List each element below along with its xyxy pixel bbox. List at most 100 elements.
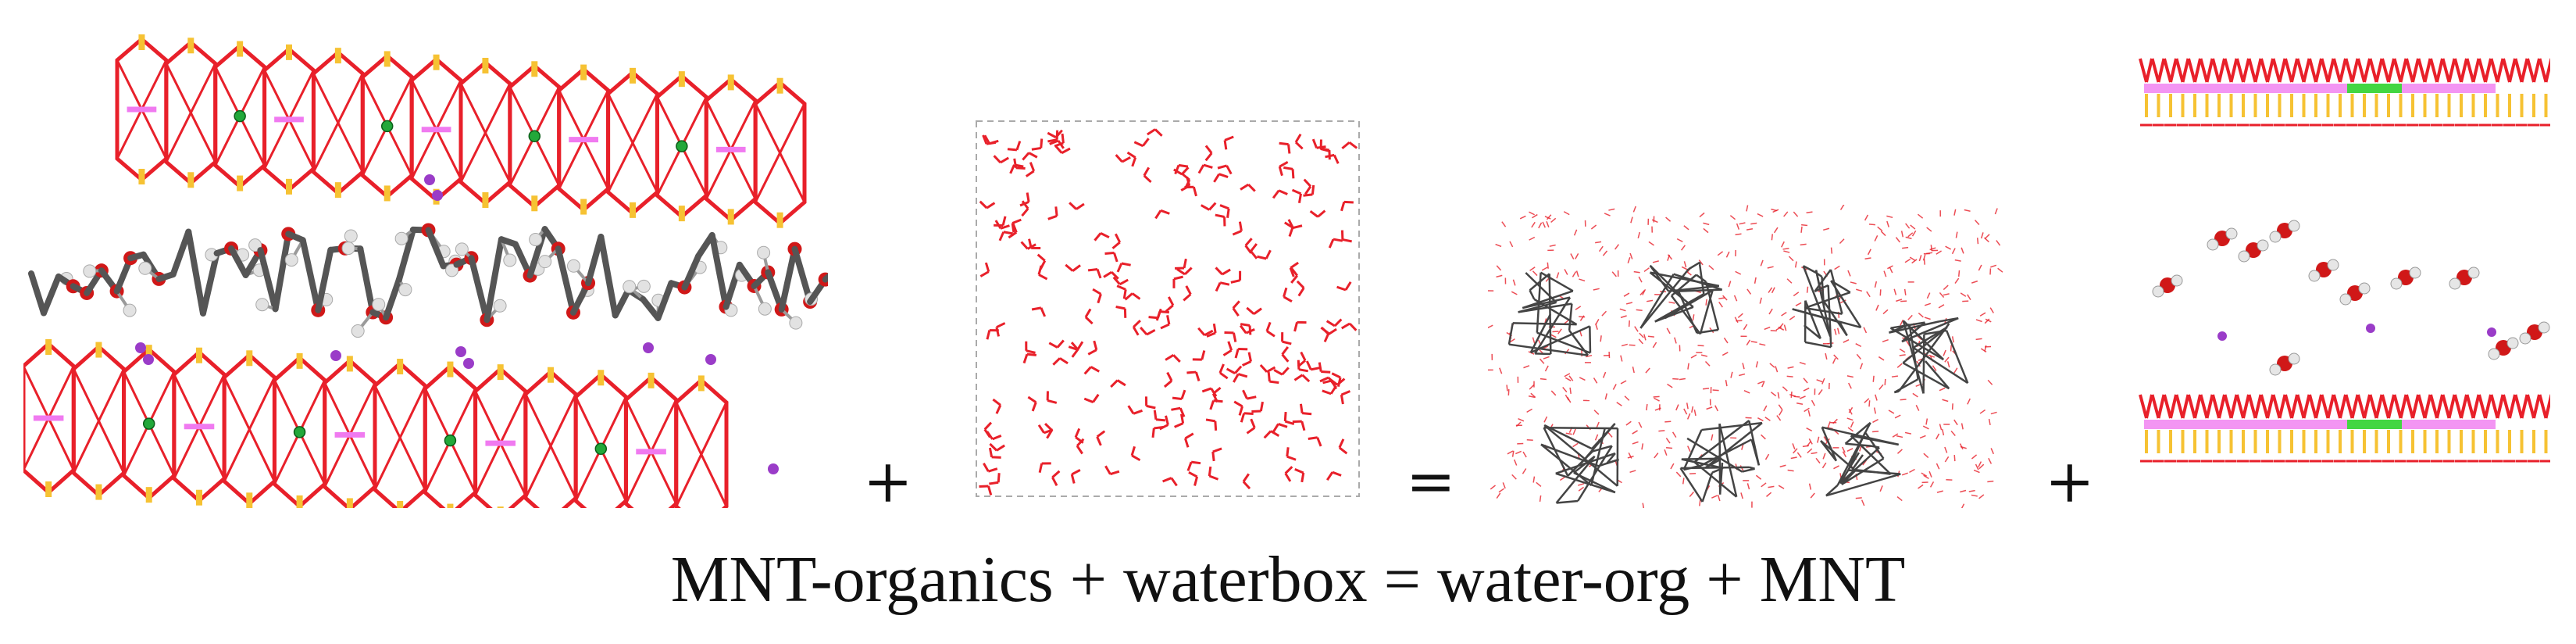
water-hydrogen-atom — [2327, 259, 2339, 271]
water-molecule — [1022, 152, 1038, 161]
water-molecule — [1939, 424, 1943, 431]
framework-bond — [2489, 394, 2499, 419]
water-molecule — [1850, 421, 1854, 428]
water-molecule — [1793, 292, 1800, 297]
water-molecule — [1676, 238, 1683, 242]
water-molecule — [1022, 352, 1037, 364]
framework-bond — [2368, 58, 2378, 83]
framework-ring — [473, 366, 528, 508]
water-bond — [1174, 422, 1184, 428]
organic-bond — [1681, 458, 1724, 470]
water-molecule — [1643, 267, 1650, 273]
water-molecule — [1593, 410, 1600, 415]
water-molecule — [1651, 219, 1658, 224]
water-molecule — [1861, 499, 1865, 506]
water-molecule — [1665, 216, 1672, 222]
carbon-bond — [395, 226, 416, 283]
framework-bond — [2460, 58, 2468, 83]
water-molecule — [1800, 226, 1803, 233]
framework-bond — [2253, 58, 2263, 83]
water-bond — [1214, 420, 1218, 431]
water-bond — [1297, 287, 1305, 297]
water-molecule — [1598, 245, 1604, 252]
water-bond — [1297, 360, 1300, 370]
water-molecule — [1886, 215, 1893, 219]
water-bond — [1115, 306, 1126, 310]
water-molecule — [1628, 320, 1630, 327]
water-bond — [1253, 307, 1262, 315]
water-molecule — [1781, 311, 1787, 317]
framework-bond — [2387, 394, 2396, 419]
water-molecule — [1954, 259, 1961, 262]
counterion-atom — [2366, 324, 2375, 333]
water-molecule — [1104, 252, 1119, 263]
water-molecule — [1722, 295, 1728, 301]
water-bond — [1065, 263, 1074, 272]
framework-bond — [2169, 394, 2178, 419]
water-molecule — [1926, 227, 1932, 232]
water-bond — [1076, 445, 1083, 455]
water-molecule — [1052, 357, 1069, 366]
organic-bond — [1540, 271, 1574, 292]
water-molecule — [1974, 220, 1980, 226]
water-molecule — [1802, 445, 1809, 448]
water-molecule — [1973, 469, 1980, 474]
water-molecule — [1251, 401, 1264, 413]
cation-atom — [594, 442, 608, 456]
water-molecule — [1767, 266, 1774, 269]
framework-bond — [2435, 58, 2444, 83]
water-molecule — [1895, 237, 1900, 243]
water-bond — [1054, 141, 1064, 148]
water-molecule — [1674, 337, 1677, 344]
water-molecule — [1912, 392, 1918, 398]
framework-bond — [2320, 394, 2330, 419]
water-bond — [1021, 207, 1029, 217]
water-molecule — [1092, 288, 1102, 304]
water-molecule — [1162, 477, 1178, 487]
water-molecule — [1864, 257, 1871, 260]
water-molecule — [988, 447, 1001, 459]
water-molecule — [1979, 312, 1986, 317]
water-bond — [1179, 413, 1185, 424]
water-molecule — [1087, 340, 1098, 356]
water-molecule — [1322, 385, 1337, 395]
water-bond — [1298, 368, 1308, 373]
water-molecule — [1847, 427, 1854, 432]
water-molecule — [1205, 418, 1218, 431]
water-molecule — [1779, 323, 1784, 329]
water-molecule — [1496, 492, 1501, 499]
water-molecule — [1666, 327, 1671, 335]
water-molecule — [1818, 389, 1823, 395]
water-bond — [1092, 288, 1102, 295]
water-molecule — [1532, 476, 1536, 483]
water-molecule — [1736, 223, 1740, 230]
organic-bond — [1693, 420, 1750, 463]
water-molecule — [1841, 446, 1846, 453]
water-bond — [1121, 156, 1131, 163]
carbon-bond — [468, 255, 491, 324]
framework-bond — [524, 393, 577, 499]
water-molecule — [1340, 230, 1352, 243]
water-molecule — [1967, 294, 1971, 301]
water-molecule — [1930, 245, 1933, 252]
water-molecule — [1944, 456, 1950, 463]
water-molecule — [1723, 337, 1729, 344]
water-bond — [1131, 454, 1141, 462]
water-bond — [1111, 271, 1119, 280]
organic-bond — [1902, 362, 1950, 390]
water-bond — [1003, 231, 1013, 235]
water-molecule — [1923, 453, 1929, 459]
water-bond — [1204, 152, 1213, 162]
carbon-bond — [822, 273, 828, 283]
water-molecule — [1667, 254, 1671, 261]
organic-bond — [1851, 454, 1864, 470]
water-molecule — [1768, 287, 1773, 293]
water-molecule — [1526, 408, 1532, 413]
water-molecule — [1872, 375, 1875, 382]
water-bond — [1020, 241, 1029, 250]
water-molecule — [1877, 226, 1883, 232]
water-molecule — [1896, 363, 1903, 368]
water-molecule — [1850, 281, 1857, 284]
water-hydrogen-atom — [2171, 274, 2183, 287]
water-bond — [1223, 140, 1228, 150]
